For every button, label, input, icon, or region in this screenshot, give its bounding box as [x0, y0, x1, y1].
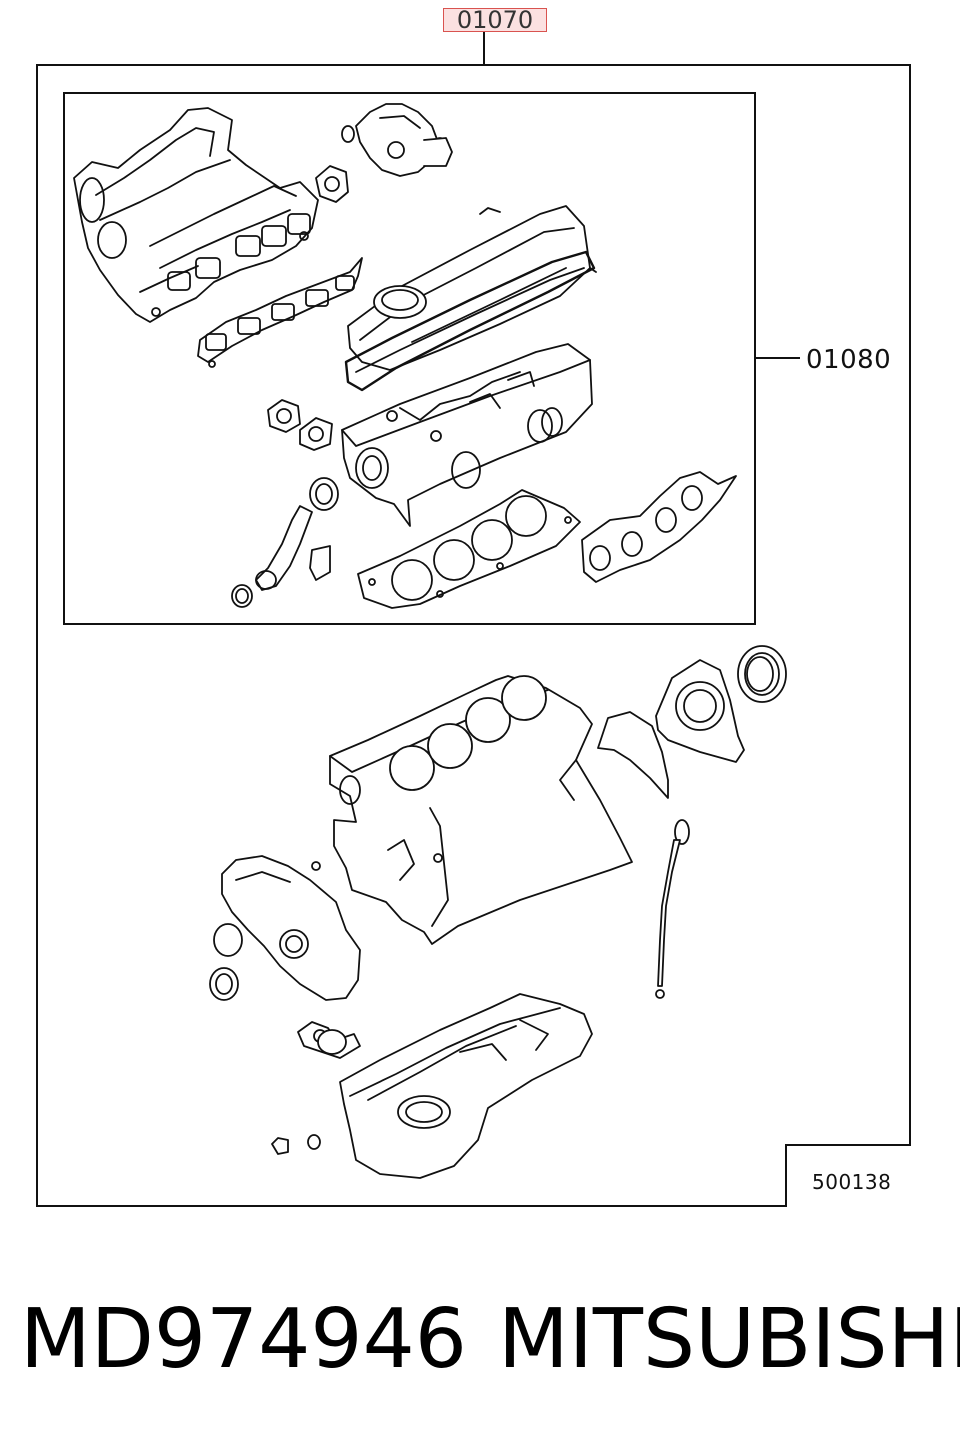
oil-level-gauge — [655, 819, 690, 999]
thermostat-gasket — [315, 165, 349, 203]
assembly-ref-label: 01070 — [443, 8, 547, 32]
rear-plate-gasket — [597, 711, 669, 799]
figure-number: 500138 — [812, 1170, 892, 1194]
brand-name: MITSUBISHI — [498, 1292, 960, 1387]
subassembly-ref-label: 01080 — [806, 345, 892, 375]
head-gasket — [357, 489, 581, 609]
part-number: MD974946 — [20, 1292, 467, 1387]
water-outlet-gasket — [267, 399, 301, 433]
water-inlet-gasket — [299, 417, 333, 451]
outer-frame — [36, 32, 911, 1207]
thermostat-housing — [341, 103, 453, 177]
rear-oil-seal — [737, 645, 787, 703]
drain-plug — [271, 1134, 321, 1155]
front-oil-seal — [209, 967, 239, 1001]
oil-pan — [339, 993, 593, 1179]
cylinder-block — [329, 675, 633, 945]
oil-pump-case — [213, 855, 361, 1001]
oil-strainer — [297, 1021, 361, 1059]
intake-manifold-gasket — [197, 257, 363, 368]
water-pipe — [231, 477, 339, 608]
rear-oil-seal-case — [655, 659, 745, 763]
rocker-cover-gasket — [344, 250, 596, 392]
product-caption: MD974946 MITSUBISHI — [20, 1290, 960, 1390]
exhaust-manifold-gasket — [581, 471, 737, 583]
cylinder-head — [341, 343, 593, 527]
intake-manifold — [73, 107, 319, 323]
